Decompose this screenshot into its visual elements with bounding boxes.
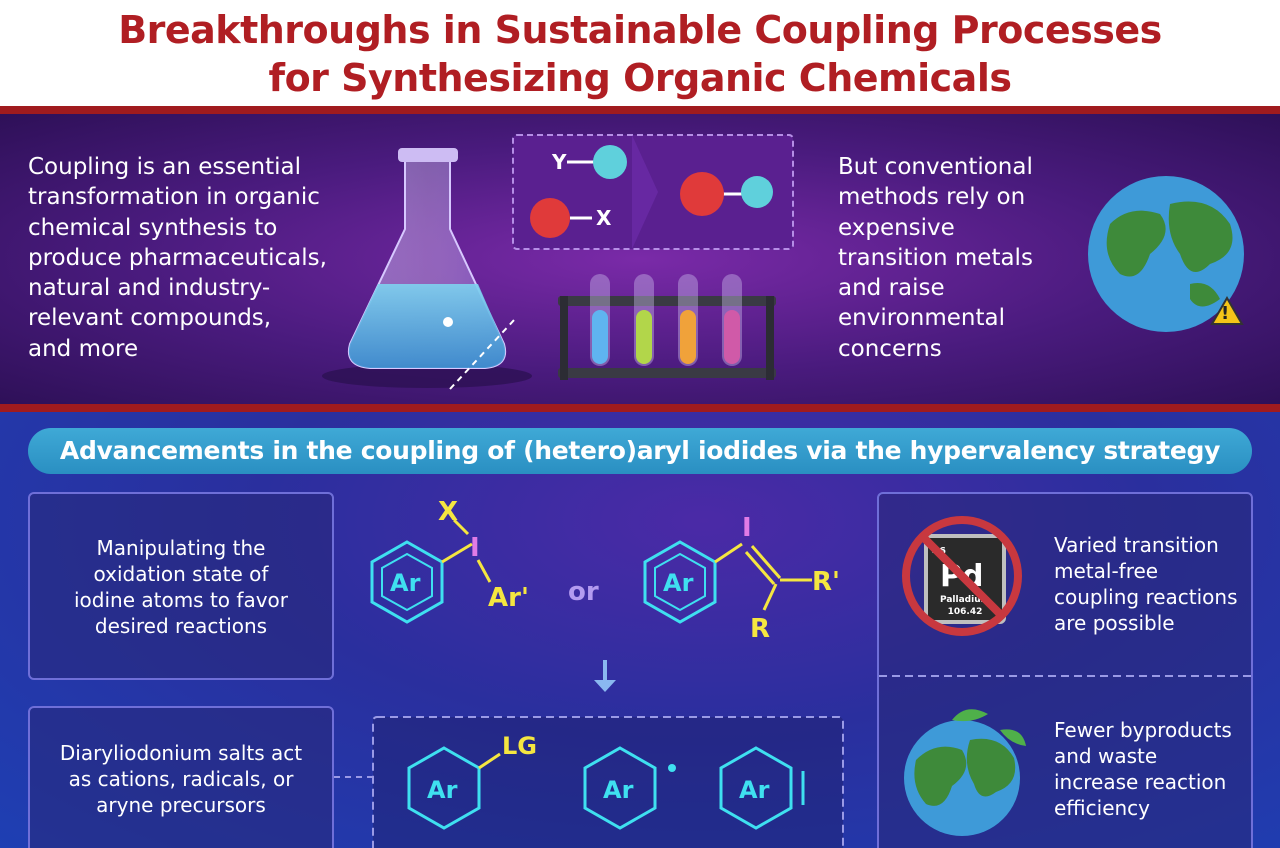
iodane-structures: Ar I X Ar' or Ar I R' R xyxy=(370,497,840,692)
concern-line: methods rely on xyxy=(838,184,1026,211)
ring-label: Ar xyxy=(663,569,694,597)
concern-line: environmental xyxy=(838,305,1005,332)
x-label: X xyxy=(438,497,458,527)
or-label: or xyxy=(568,577,599,607)
box1-line: desired reactions xyxy=(94,614,268,638)
benefit1-line: are possible xyxy=(1054,611,1175,635)
header: Breakthroughs in Sustainable Coupling Pr… xyxy=(0,0,1280,108)
label-y: Y xyxy=(551,150,567,174)
box-oxidation-text: Manipulating the oxidation state of iodi… xyxy=(30,535,332,639)
connector-line xyxy=(334,776,374,778)
flask-icon xyxy=(322,148,532,388)
box2-line: Diaryliodonium salts act xyxy=(59,741,303,765)
concern-line: concerns xyxy=(838,335,942,362)
box1-line: iodine atoms to favor xyxy=(73,588,288,612)
benefit-efficiency: Fewer byproducts and waste increase reac… xyxy=(1054,717,1232,821)
ring-label: Ar xyxy=(390,569,421,597)
concern-line: and raise xyxy=(838,275,945,302)
benefit2-line: and waste xyxy=(1054,744,1158,768)
title-line-2: for Synthesizing Organic Chemicals xyxy=(268,56,1012,100)
globe-warning-icon: ! xyxy=(1088,176,1244,332)
concern-line: But conventional xyxy=(838,154,1033,180)
section-banner: Advancements in the coupling of (hetero)… xyxy=(28,428,1252,474)
benefit1-line: coupling reactions xyxy=(1054,585,1238,609)
title-line-1: Breakthroughs in Sustainable Coupling Pr… xyxy=(118,8,1162,52)
intro-line: relevant compounds, xyxy=(28,305,272,332)
intro-line: natural and industry- xyxy=(28,275,271,302)
benefit-metal-free: Varied transition metal-free coupling re… xyxy=(1054,532,1238,636)
green-earth-icon xyxy=(904,709,1026,836)
benefit2-line: efficiency xyxy=(1054,796,1151,820)
concern-text: But conventional methods rely on expensi… xyxy=(838,152,1078,364)
box2-line: as cations, radicals, or xyxy=(68,767,294,791)
ar-prime-label: Ar' xyxy=(488,583,529,613)
intro-text: Coupling is an essential transformation … xyxy=(28,152,358,364)
concern-line: expensive xyxy=(838,214,955,241)
box2-line: aryne precursors xyxy=(96,793,266,817)
benefits-divider xyxy=(879,675,1251,677)
box1-line: Manipulating the xyxy=(96,536,266,560)
no-palladium-icon: 46 Pd Palladium 106.42 xyxy=(902,516,1022,636)
intro-line: transformation in organic xyxy=(28,184,320,211)
lg-label: LG xyxy=(502,732,537,760)
zoom-line xyxy=(449,318,516,390)
ring-label: Ar xyxy=(739,776,770,804)
reactive-species: Ar LG Ar Ar xyxy=(372,716,844,848)
pd-mass: 106.42 xyxy=(948,607,983,617)
box-oxidation-state: Manipulating the oxidation state of iodi… xyxy=(28,492,334,680)
header-divider xyxy=(0,106,1280,114)
intro-line: and more xyxy=(28,335,139,362)
intro-line: produce pharmaceuticals, xyxy=(28,244,327,271)
top-panel: Coupling is an essential transformation … xyxy=(0,114,1280,404)
intro-line: Coupling is an essential xyxy=(28,154,301,180)
iodine-label: I xyxy=(742,513,752,543)
warning-icon: ! xyxy=(1221,303,1229,324)
r-label: R xyxy=(750,614,770,644)
benefit2-line: Fewer byproducts xyxy=(1054,718,1232,742)
benefit2-line: increase reaction xyxy=(1054,770,1227,794)
label-x: X xyxy=(596,206,612,230)
ring-label: Ar xyxy=(427,776,458,804)
bottom-panel: Advancements in the coupling of (hetero)… xyxy=(0,412,1280,848)
intro-line: chemical synthesis to xyxy=(28,214,278,241)
test-tubes-icon xyxy=(558,274,776,380)
box-diaryliodonium: Diaryliodonium salts act as cations, rad… xyxy=(28,706,334,848)
iodine-label: I xyxy=(470,533,480,563)
benefit1-line: metal-free xyxy=(1054,559,1159,583)
pd-name: Palladium xyxy=(940,595,990,605)
box-diaryliodonium-text: Diaryliodonium salts act as cations, rad… xyxy=(30,740,332,818)
box1-line: oxidation state of xyxy=(93,562,269,586)
benefit1-line: Varied transition xyxy=(1054,533,1219,557)
concern-line: transition metals xyxy=(838,244,1033,271)
molecule-panel: Y X xyxy=(512,134,794,250)
band-divider xyxy=(0,404,1280,412)
r-prime-label: R' xyxy=(812,567,840,597)
ring-label: Ar xyxy=(603,776,634,804)
